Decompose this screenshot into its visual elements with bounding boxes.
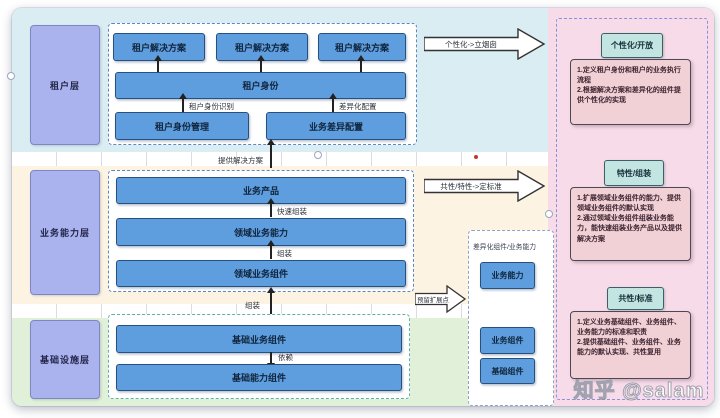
- depend-label: 依赖: [278, 353, 293, 362]
- arrow-identity-to-solution-3: [357, 55, 365, 72]
- arrow-provide-solution: [267, 139, 275, 168]
- arrow-assemble-bottom: [267, 287, 275, 314]
- standardization-flow-arrow: 共性/特性->定标准: [424, 170, 546, 202]
- tenant-layer-label: 租户层: [30, 25, 100, 145]
- red-dot-marker: [474, 155, 478, 159]
- principles-panel-dashed-border: [556, 18, 708, 400]
- standardization-flow-label: 共性/特性->定标准: [440, 181, 502, 191]
- reserved-extension-arrow: 预留扩展点: [415, 285, 467, 313]
- diagram-canvas: 租户层 业务能力层 基础设施层 租户解决方案 租户解决方案 租户解决方案 租户身…: [12, 8, 714, 406]
- extension-panel-title: 差异化组件/业务能力: [473, 244, 537, 251]
- reserved-extension-label: 预留扩展点: [417, 296, 449, 304]
- zhihu-watermark: 知乎 @salam: [573, 380, 705, 403]
- arrow-diff-config: [329, 93, 337, 112]
- arrow-identity-to-solution-2: [257, 55, 265, 72]
- domain-component-box: 领域业务组件: [116, 260, 406, 287]
- extension-biz-component-box: 业务组件: [480, 327, 535, 354]
- base-capability-component-box: 基础能力组件: [116, 364, 402, 391]
- section-header-personalization: 个性化/开放: [601, 33, 663, 58]
- extension-base-component-box: 基础组件: [480, 358, 535, 384]
- assemble-label: 组装: [277, 249, 292, 258]
- selection-handle: [545, 210, 553, 218]
- section-header-commonality: 共性/标准: [607, 287, 664, 310]
- arrow-depend: [267, 352, 275, 369]
- extension-biz-capability-box: 业务能力: [480, 262, 535, 289]
- identity-recognition-label: 租户身份识别: [189, 102, 234, 111]
- section-body-personalization: 1.定义租户身份和租户的业务执行流程 2.根据解决方案和差异化的组件提供个性化的…: [570, 59, 691, 125]
- diff-config-label: 差异化配置: [339, 102, 377, 111]
- personalization-flow-label: 个性化->立烟囱: [445, 39, 497, 49]
- selection-handle: [314, 151, 322, 159]
- arrow-identity-to-solution-1: [154, 55, 162, 72]
- tenant-identity-mgmt-box: 租户身份管理: [115, 112, 249, 140]
- arrow-assemble: [267, 240, 275, 259]
- section-body-feature: 1.扩展领域业务组件的能力、提供领域业务组件的默认实现 2.通过领域业务组件组装…: [570, 187, 691, 261]
- provide-solution-label: 提供解决方案: [218, 156, 263, 165]
- business-product-box: 业务产品: [116, 177, 406, 204]
- section-body-commonality: 1.定义业务基础组件、业务组件、业务能力的标准和职责 2.提供基础组件、业务组件…: [570, 311, 691, 379]
- tenant-identity-box: 租户身份: [115, 72, 406, 99]
- arrow-identity-recognition: [179, 93, 187, 112]
- domain-capability-box: 领域业务能力: [116, 218, 406, 246]
- infra-layer-label: 基础设施层: [30, 320, 100, 399]
- band-divider: [12, 152, 548, 166]
- personalization-flow-arrow: 个性化->立烟囱: [424, 28, 546, 60]
- base-biz-component-box: 基础业务组件: [116, 325, 402, 353]
- business-layer-label: 业务能力层: [30, 170, 100, 295]
- fast-assemble-label: 快速组装: [277, 207, 307, 216]
- selection-handle: [7, 72, 15, 80]
- biz-diff-config-box: 业务差异配置: [266, 112, 406, 140]
- arrow-fast-assemble: [267, 198, 275, 217]
- assemble-bottom-label: 组装: [245, 301, 260, 310]
- section-header-feature: 特性/组装: [604, 160, 664, 186]
